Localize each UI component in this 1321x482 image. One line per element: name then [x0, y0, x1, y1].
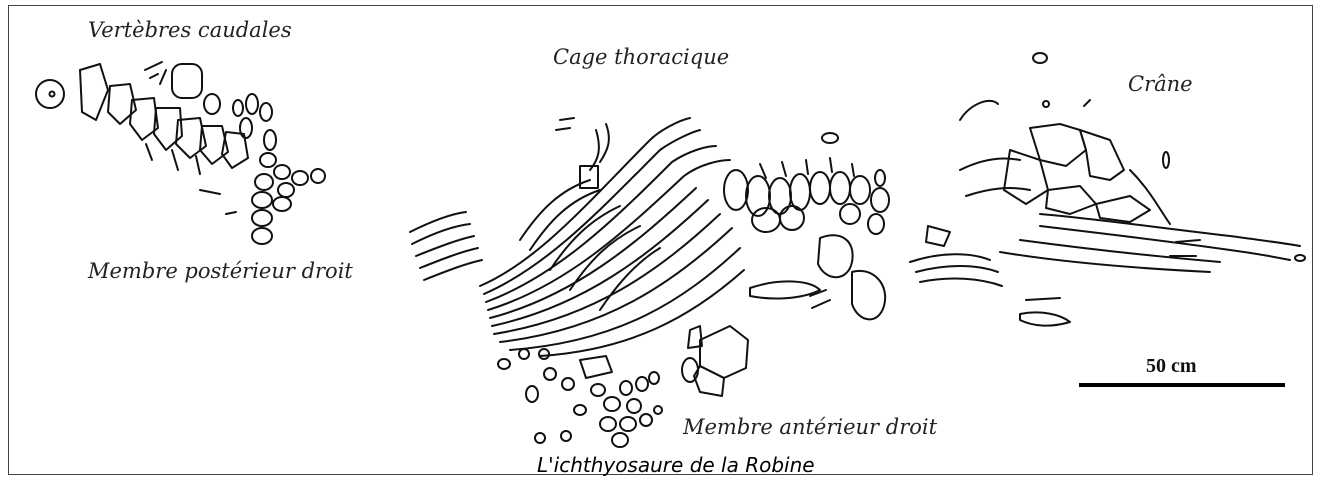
bone-fragment — [226, 212, 236, 214]
label-skull: Crâne — [1128, 72, 1193, 96]
label-rib-cage: Cage thoracique — [553, 45, 729, 69]
bone-fragment — [246, 94, 258, 114]
rib-cage-group — [480, 118, 744, 356]
caudal-vertebrae-group — [36, 62, 276, 214]
bone-fragment — [264, 130, 276, 150]
label-hind-limb: Membre postérieur droit — [88, 259, 353, 283]
vertebra — [80, 64, 108, 120]
bone-fragment — [260, 103, 272, 121]
scale-bar-label: 50 cm — [1146, 355, 1197, 378]
bone-fragment — [233, 100, 243, 116]
pectoral-bones — [750, 226, 1002, 319]
vertebra-spine — [146, 144, 200, 174]
label-fore-limb: Membre antérieur droit — [683, 415, 937, 439]
vertebra-large — [172, 64, 202, 98]
bone-fragment — [200, 190, 220, 194]
bone-fragment — [240, 118, 252, 138]
left-bone-stack — [410, 212, 482, 280]
vertebra-end-center — [50, 92, 55, 97]
label-caudal-vertebrae: Vertèbres caudales — [88, 18, 292, 42]
scale-bar — [1079, 383, 1285, 387]
rib-cage-block — [580, 166, 598, 188]
figure-caption: L'ichthyosaure de la Robine — [537, 453, 815, 477]
vertebra-small — [204, 94, 220, 114]
dorsal-vertebrae-row — [724, 133, 889, 234]
neural-arch — [145, 62, 166, 84]
hind-limb-group — [252, 153, 325, 244]
